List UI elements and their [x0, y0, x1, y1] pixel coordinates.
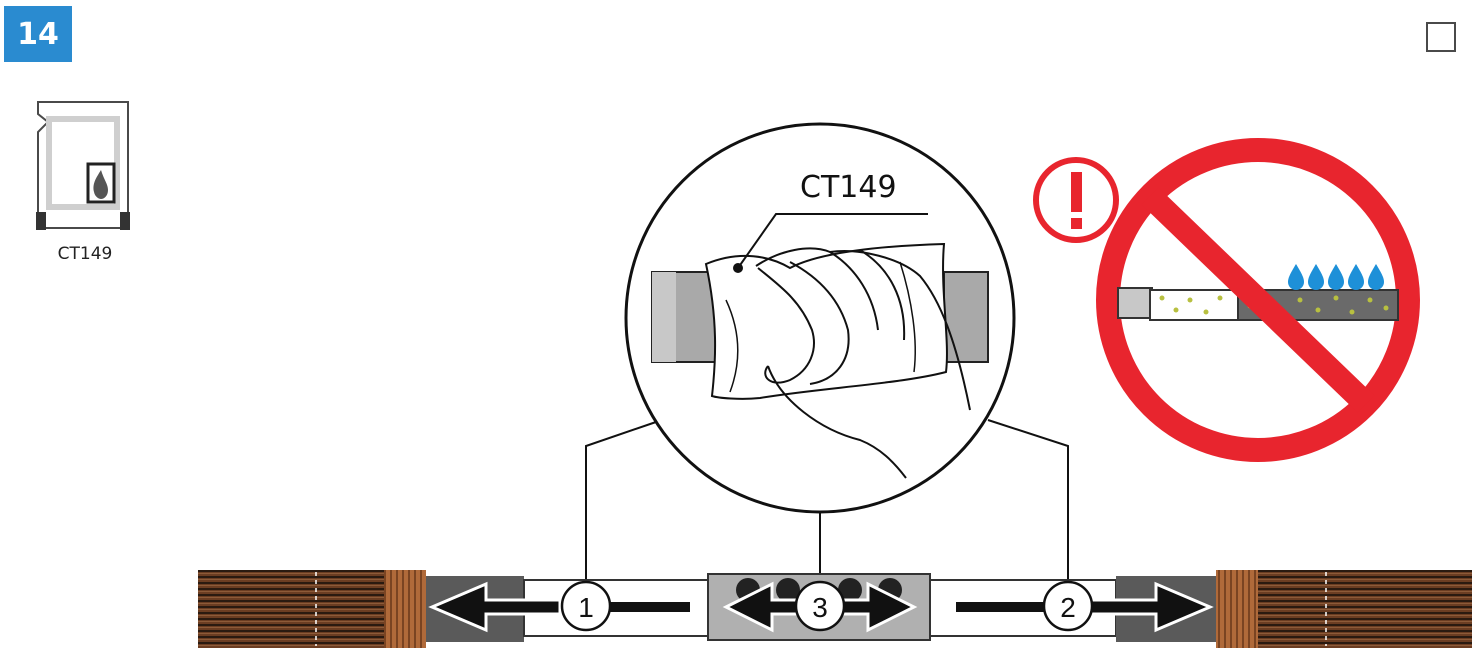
flame-icon [93, 170, 108, 199]
magnified-view [624, 122, 1016, 514]
marker-1-label: 1 [578, 592, 594, 623]
warning-exclamation-icon [1033, 157, 1119, 243]
marker-2: 2 [1042, 580, 1094, 632]
marker-3-label: 3 [812, 592, 828, 623]
step-number-badge: 14 [4, 6, 72, 62]
prohibited-sign-icon [1096, 138, 1420, 462]
product-pack-icon [36, 101, 130, 230]
magnifier-connector-lines [585, 419, 1069, 580]
direction-arrow-left [428, 581, 562, 633]
step-checkbox[interactable] [1426, 22, 1456, 52]
product-label: CT149 [57, 244, 113, 264]
marker-3: 3 [794, 580, 846, 632]
marker-1: 1 [560, 580, 612, 632]
callout-label: CT149 [800, 170, 897, 205]
marker-2-label: 2 [1060, 592, 1076, 623]
water-drop-icon [1288, 264, 1384, 290]
